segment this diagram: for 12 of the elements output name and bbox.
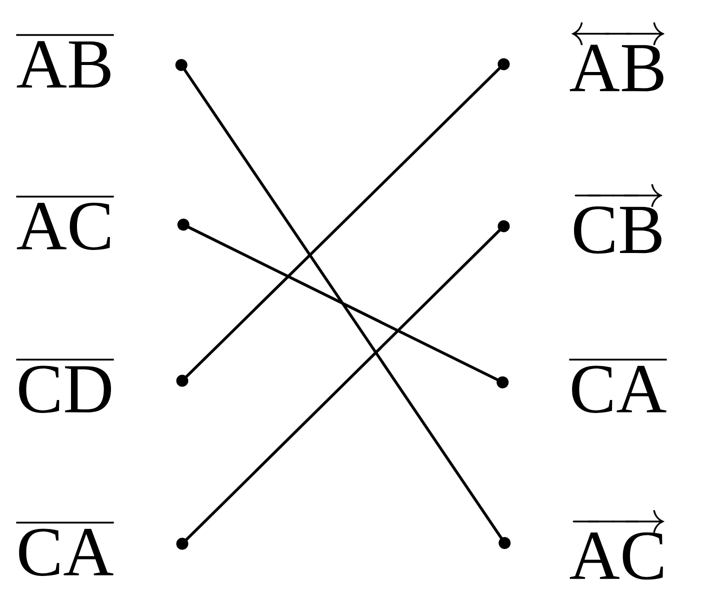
connecting-line — [176, 220, 510, 550]
segment-label: $\overline{\mathrm{CA}}$ — [569, 360, 667, 413]
segment-label: $\overleftrightarrow{\mathrm{AB}}$ — [570, 22, 664, 92]
segment-label: $\overrightarrow{\mathrm{CB}}$ — [574, 184, 662, 254]
segment-label: $\overline{\mathrm{CD}}$ — [16, 360, 114, 413]
segment-label: $\overrightarrow{\mathrm{AC}}$ — [570, 510, 664, 580]
segment-label: $\overline{\mathrm{CA}}$ — [16, 522, 114, 576]
segment-label: $\overline{\mathrm{AB}}$ — [16, 34, 114, 88]
connecting-line — [176, 58, 510, 387]
connecting-line — [177, 218, 509, 388]
connecting-line — [175, 58, 511, 549]
segment-label: $\overline{\mathrm{AC}}$ — [16, 196, 114, 250]
